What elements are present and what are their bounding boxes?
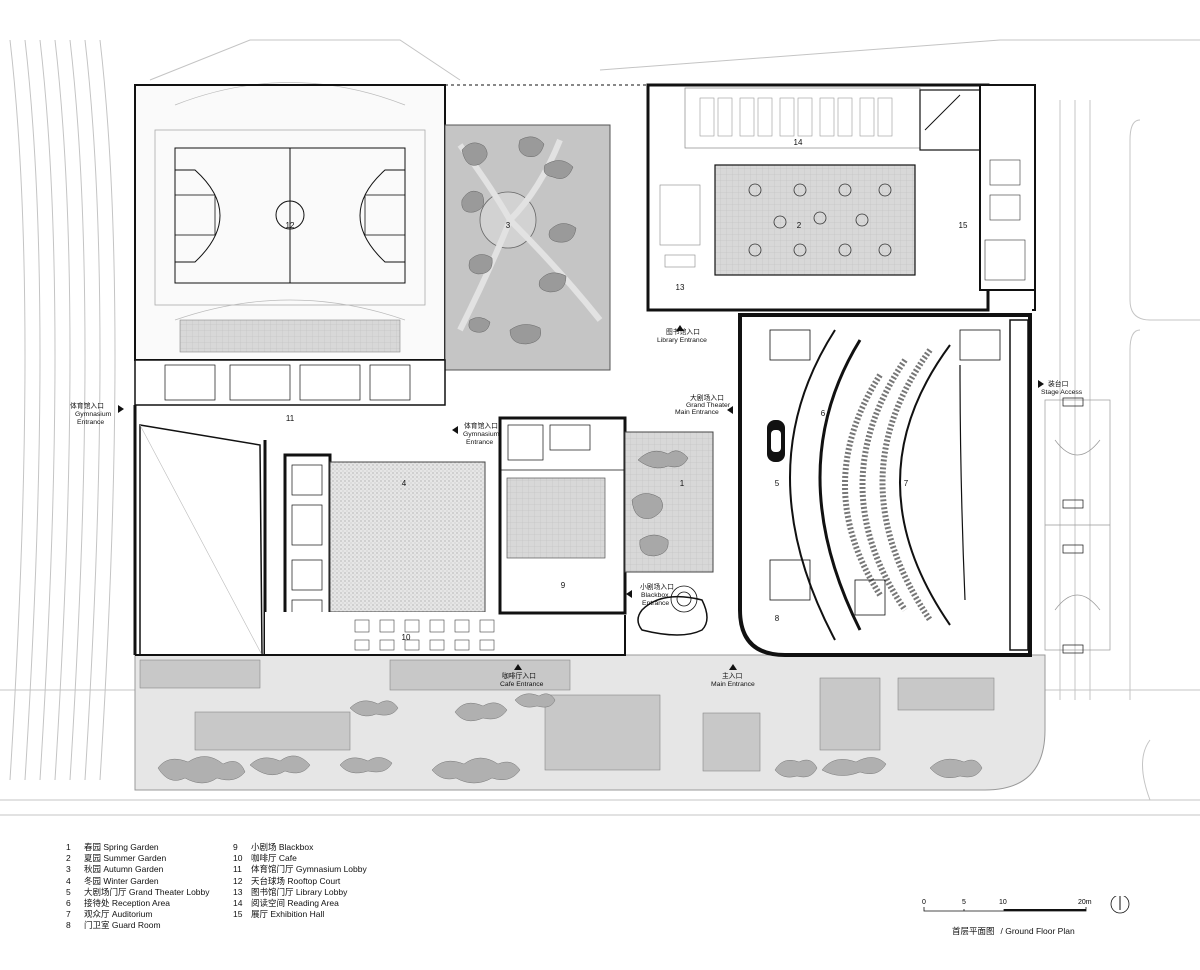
plaza-planters xyxy=(139,659,995,772)
scale-tick-5: 5 xyxy=(962,899,966,906)
library-block xyxy=(646,83,1036,312)
room-number-15: 15 xyxy=(959,221,968,230)
scale-bar: 0 5 10 20m xyxy=(922,896,1130,914)
spring-garden xyxy=(624,431,714,636)
room-number-4: 4 xyxy=(402,479,407,488)
room-number-9: 9 xyxy=(561,581,566,590)
building-outline xyxy=(134,84,1036,656)
room-number-3: 3 xyxy=(506,221,511,230)
plaza-tree-clusters xyxy=(157,693,983,784)
gymnasium-lobby-block xyxy=(133,359,446,656)
rooftop-court xyxy=(134,82,446,361)
room-number-12: 12 xyxy=(286,221,295,230)
scale-tick-0: 0 xyxy=(922,899,926,906)
room-number-10: 10 xyxy=(402,633,411,642)
plan-title: 首层平面图/ Ground Floor Plan xyxy=(952,926,1075,936)
room-number-6: 6 xyxy=(821,409,826,418)
north-arrow-icon xyxy=(1110,896,1130,914)
room-number-1: 1 xyxy=(680,479,685,488)
room-number-14: 14 xyxy=(794,138,803,147)
room-number-7: 7 xyxy=(904,479,909,488)
room-numbers: 1 2 3 4 5 6 7 8 9 10 11 12 13 14 15 xyxy=(286,138,968,642)
blackbox-theater xyxy=(498,416,627,615)
room-number-8: 8 xyxy=(775,614,780,623)
room-number-5: 5 xyxy=(775,479,780,488)
entrance-markers xyxy=(118,325,1044,670)
winter-garden xyxy=(265,453,625,655)
room-number-2: 2 xyxy=(797,221,802,230)
scale-tick-10: 10 xyxy=(999,899,1007,906)
scale-tick-20: 20m xyxy=(1078,899,1092,906)
room-number-13: 13 xyxy=(676,283,685,292)
room-number-11: 11 xyxy=(286,414,295,423)
autumn-garden xyxy=(444,124,611,371)
grand-theater xyxy=(738,313,1032,657)
stage-access-courts xyxy=(1044,397,1111,654)
ground-floor-plan: 1 2 3 4 5 6 7 8 9 10 11 12 13 14 15 体育馆入… xyxy=(0,39,1200,816)
